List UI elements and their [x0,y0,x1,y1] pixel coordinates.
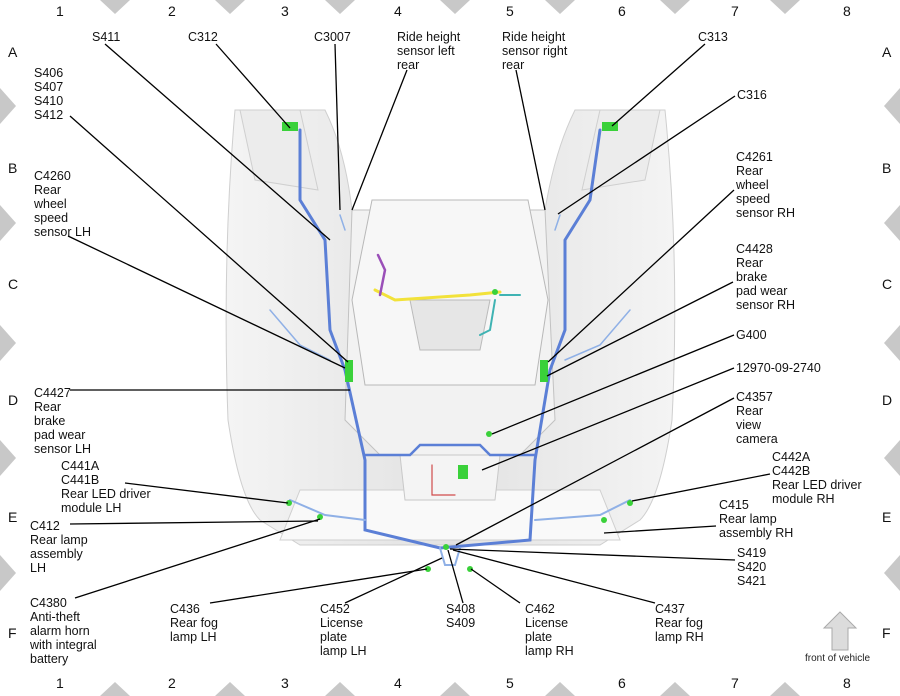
grid-row-b: B [8,160,18,176]
connectors [282,122,633,572]
label-c313: C313 [698,30,728,44]
label-ride-height-right: Ride height sensor right rear [502,30,568,72]
grid-row-a-right: A [882,44,892,60]
grid-col-5: 5 [506,3,514,19]
label-ref-number: 12970-09-2740 [736,361,821,375]
label-c4261: C4261 Rear wheel speed sensor RH [736,150,796,220]
label-splices-center: S419 S420 S421 [737,546,767,588]
label-c436: C436 Rear fog lamp LH [170,602,218,644]
label-c415: C415 Rear lamp assembly RH [719,498,794,540]
grid-col-3: 3 [281,3,289,19]
label-ride-height-left: Ride height sensor left rear [397,30,461,72]
grid-row-e-right: E [882,509,892,525]
grid-row-f-right: F [882,625,891,641]
label-c452: C452 License plate lamp LH [320,602,367,658]
label-c316: C316 [737,88,767,102]
vehicle-body [225,109,676,546]
label-c4260: C4260 Rear wheel speed sensor LH [34,169,91,239]
label-c4380: C4380 Anti-theft alarm horn with integra… [30,596,97,666]
label-c4357: C4357 Rear view camera [736,390,778,446]
label-c412: C412 Rear lamp assembly LH [30,519,88,575]
grid-col-6: 6 [618,3,626,19]
grid-col-7: 7 [731,3,739,19]
label-c462: C462 License plate lamp RH [525,602,574,658]
grid-row-f: F [8,625,17,641]
grid-col-2-bottom: 2 [168,675,176,691]
grid-col-8-bottom: 8 [843,675,851,691]
grid-col-5-bottom: 5 [506,675,514,691]
front-of-vehicle-label: front of vehicle [805,653,871,664]
grid-row-a: A [8,44,18,60]
label-c312: C312 [188,30,218,44]
label-c442: C442A C442B Rear LED driver module RH [772,450,862,506]
grid-row-e: E [8,509,18,525]
grid-row-c: C [8,276,19,292]
grid-col-2: 2 [168,3,176,19]
wiring-harness [269,128,631,566]
grid-col-1-bottom: 1 [56,675,64,691]
grid-row-d-right: D [882,392,893,408]
grid-row-d: D [8,392,19,408]
grid-col-4: 4 [394,3,402,19]
grid-row-c-right: C [882,276,893,292]
label-c437: C437 Rear fog lamp RH [655,602,704,644]
grid-col-8: 8 [843,3,851,19]
label-c3007: C3007 [314,30,351,44]
label-c441: C441A C441B Rear LED driver module LH [61,459,151,515]
leader-lines [67,43,771,604]
label-s411: S411 [92,30,121,44]
grid-col-1: 1 [56,3,64,19]
label-g400: G400 [736,328,767,342]
grid-row-b-right: B [882,160,892,176]
label-splices-bottom: S408 S409 [446,602,476,630]
grid-col-4-bottom: 4 [394,675,402,691]
front-arrow-icon [822,611,858,651]
label-c4428: C4428 Rear brake pad wear sensor RH [736,242,796,312]
grid-col-3-bottom: 3 [281,675,289,691]
grid-col-7-bottom: 7 [731,675,739,691]
label-c4427: C4427 Rear brake pad wear sensor LH [34,386,91,456]
label-splices-left: S406 S407 S410 S412 [34,66,64,122]
grid-col-6-bottom: 6 [618,675,626,691]
